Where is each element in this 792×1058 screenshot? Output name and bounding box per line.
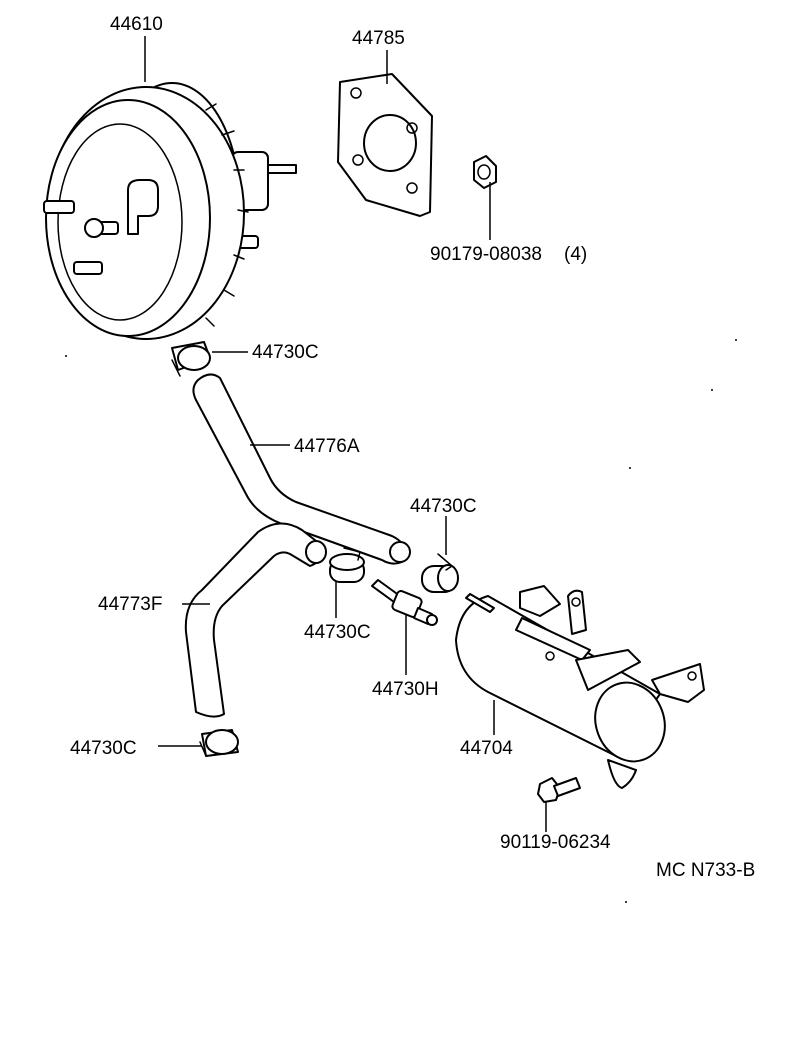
brake-booster[interactable] bbox=[43, 82, 297, 340]
clamp-bottom[interactable] bbox=[199, 729, 239, 757]
vacuum-tank[interactable] bbox=[455, 585, 705, 789]
label-nut-qty: (4) bbox=[564, 244, 587, 265]
nut[interactable] bbox=[473, 155, 497, 189]
diagram-code: MC N733-B bbox=[656, 860, 755, 881]
label-hose-upper: 44776A bbox=[294, 436, 360, 457]
bolt[interactable] bbox=[537, 777, 581, 803]
label-gasket: 44785 bbox=[352, 28, 405, 49]
label-booster: 44610 bbox=[110, 14, 163, 35]
clamp-top[interactable] bbox=[171, 341, 211, 377]
scan-specks bbox=[65, 339, 737, 903]
label-clamp-mid-left: 44730C bbox=[304, 622, 371, 643]
label-bolt: 90119-06234 bbox=[500, 832, 611, 853]
clamp-mid-left[interactable] bbox=[329, 547, 365, 583]
label-check-valve: 44730H bbox=[372, 679, 439, 700]
label-nut: 90179-08038 bbox=[430, 244, 542, 265]
gasket[interactable] bbox=[337, 73, 433, 217]
label-clamp-mid-right: 44730C bbox=[410, 496, 477, 517]
label-vacuum-tank: 44704 bbox=[460, 738, 513, 759]
hose-lower[interactable] bbox=[184, 522, 327, 718]
leader-lines bbox=[144, 36, 547, 832]
label-clamp-bottom: 44730C bbox=[70, 738, 137, 759]
label-clamp-top: 44730C bbox=[252, 342, 319, 363]
check-valve[interactable] bbox=[371, 579, 438, 626]
clamp-mid-right[interactable] bbox=[421, 553, 459, 593]
label-hose-lower: 44773F bbox=[98, 594, 162, 615]
